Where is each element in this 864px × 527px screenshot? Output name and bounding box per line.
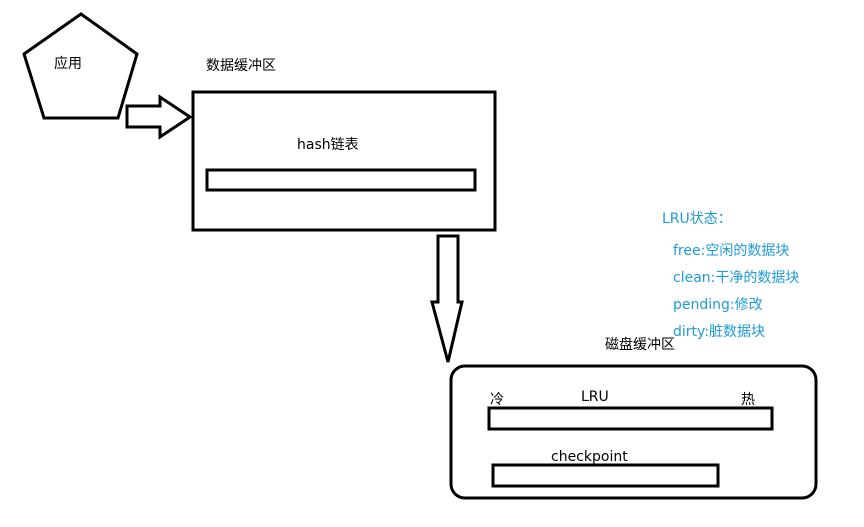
legend-item-pending: pending:修改 (673, 297, 763, 313)
lru-bar (487, 406, 774, 431)
legend-item-free: free:空闲的数据块 (673, 243, 790, 259)
data-buffer-title: 数据缓冲区 (206, 58, 276, 74)
cold-label: 冷 (490, 392, 504, 408)
legend-item-clean: clean:干净的数据块 (673, 270, 800, 286)
checkpoint-bar (491, 463, 720, 488)
disk-buffer-title: 磁盘缓冲区 (605, 337, 675, 353)
hot-label: 热 (741, 392, 755, 408)
lru-label: LRU (581, 389, 609, 405)
legend-title: LRU状态： (662, 211, 732, 227)
app-label: 应用 (54, 56, 82, 72)
legend-item-dirty: dirty:脏数据块 (673, 324, 766, 340)
hash-list-label: hash链表 (297, 137, 359, 153)
hash-list-bar (205, 168, 477, 192)
checkpoint-label: checkpoint (551, 449, 628, 465)
data-buffer-box (191, 90, 497, 232)
app-to-buffer-arrow (125, 94, 193, 140)
buffer-to-disk-arrow (430, 234, 464, 363)
app-pentagon (22, 12, 139, 120)
